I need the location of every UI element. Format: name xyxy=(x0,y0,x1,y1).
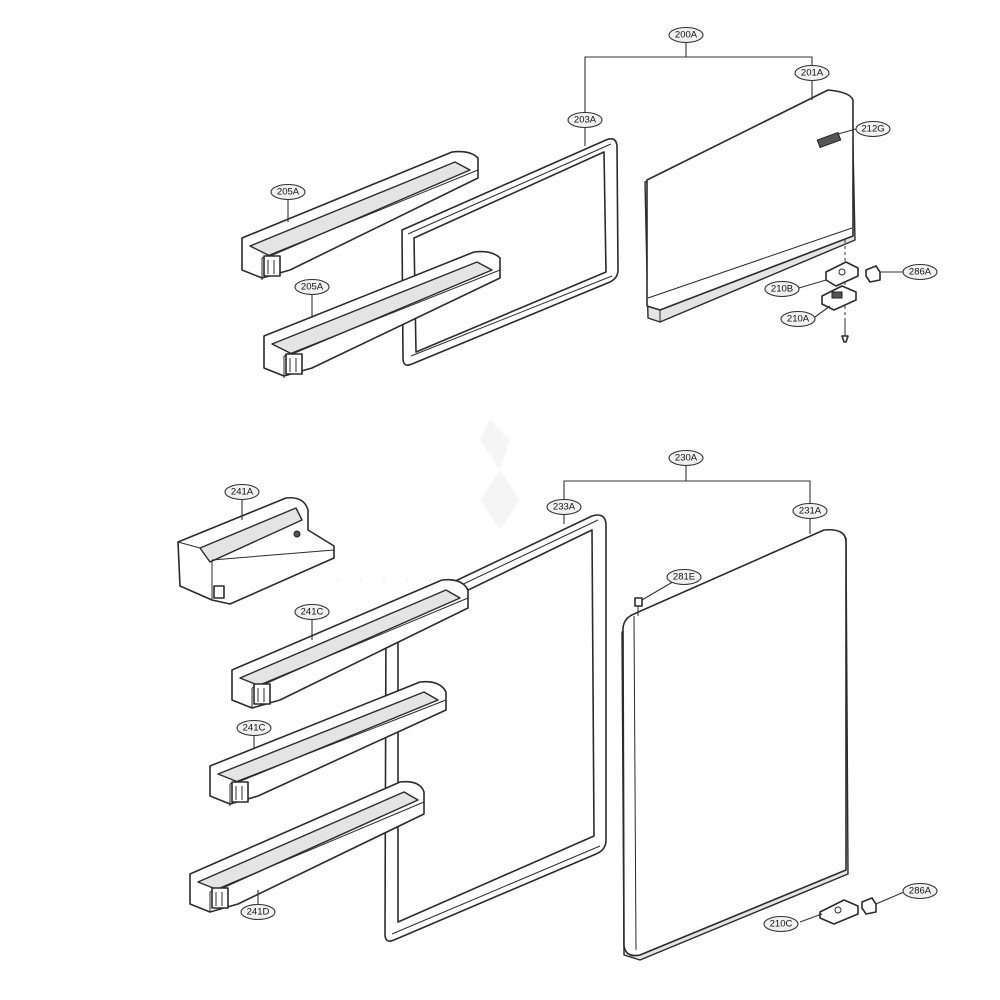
lower-door-shelf-2 xyxy=(209,680,447,806)
callout-205A-lower: 205A xyxy=(294,278,330,296)
svg-text:230A: 230A xyxy=(675,453,698,464)
callout-212G: 212G xyxy=(855,120,891,138)
svg-text:201A: 201A xyxy=(801,68,824,79)
lower-door-shelf-3 xyxy=(189,780,425,913)
callout-201A: 201A xyxy=(794,64,830,82)
svg-text:203A: 203A xyxy=(574,115,597,126)
upper-door-panel xyxy=(644,89,856,323)
lower-door-shelf-1 xyxy=(231,578,469,709)
callout-241A: 241A xyxy=(224,483,260,501)
svg-text:212G: 212G xyxy=(861,124,884,135)
svg-text:205A: 205A xyxy=(301,282,324,293)
svg-text:241A: 241A xyxy=(231,487,254,498)
callout-230A: 230A xyxy=(668,449,704,467)
upper-leaders xyxy=(287,42,904,318)
svg-text:241C: 241C xyxy=(243,723,266,734)
callout-210C: 210C xyxy=(763,915,799,933)
svg-text:281E: 281E xyxy=(673,572,695,583)
callout-210A: 210A xyxy=(780,310,816,328)
callout-203A: 203A xyxy=(567,111,603,129)
svg-text:241D: 241D xyxy=(247,907,270,918)
svg-text:205A: 205A xyxy=(277,187,300,198)
upper-hinge-assembly xyxy=(821,240,881,343)
svg-text:210B: 210B xyxy=(771,284,793,295)
svg-text:241C: 241C xyxy=(301,607,324,618)
lower-door-panel xyxy=(621,528,849,961)
svg-text:286A: 286A xyxy=(909,886,932,897)
callout-241C-upper: 241C xyxy=(294,603,330,621)
svg-text:233A: 233A xyxy=(553,502,576,513)
callout-241C-lower: 241C xyxy=(236,719,272,737)
callout-281E: 281E xyxy=(666,568,702,586)
svg-text:286A: 286A xyxy=(909,267,932,278)
svg-text:200A: 200A xyxy=(675,30,698,41)
callout-286A-lower: 286A xyxy=(902,882,938,900)
lower-leaders xyxy=(241,464,905,923)
svg-text:210C: 210C xyxy=(770,919,793,930)
callout-231A: 231A xyxy=(792,502,828,520)
callout-210B: 210B xyxy=(764,280,800,298)
callout-205A-upper: 205A xyxy=(270,183,306,201)
callout-286A-upper: 286A xyxy=(902,263,938,281)
dairy-compartment xyxy=(177,496,335,605)
svg-text:231A: 231A xyxy=(799,506,822,517)
upper-door-gasket xyxy=(401,138,619,366)
upper-door-shelf-2 xyxy=(263,250,501,378)
callout-241D: 241D xyxy=(240,903,276,921)
callout-200A: 200A xyxy=(668,26,704,44)
upper-door-shelf-1 xyxy=(241,150,479,280)
lower-hinge-assembly xyxy=(634,597,877,925)
callout-233A: 233A xyxy=(546,498,582,516)
svg-text:210A: 210A xyxy=(787,314,810,325)
